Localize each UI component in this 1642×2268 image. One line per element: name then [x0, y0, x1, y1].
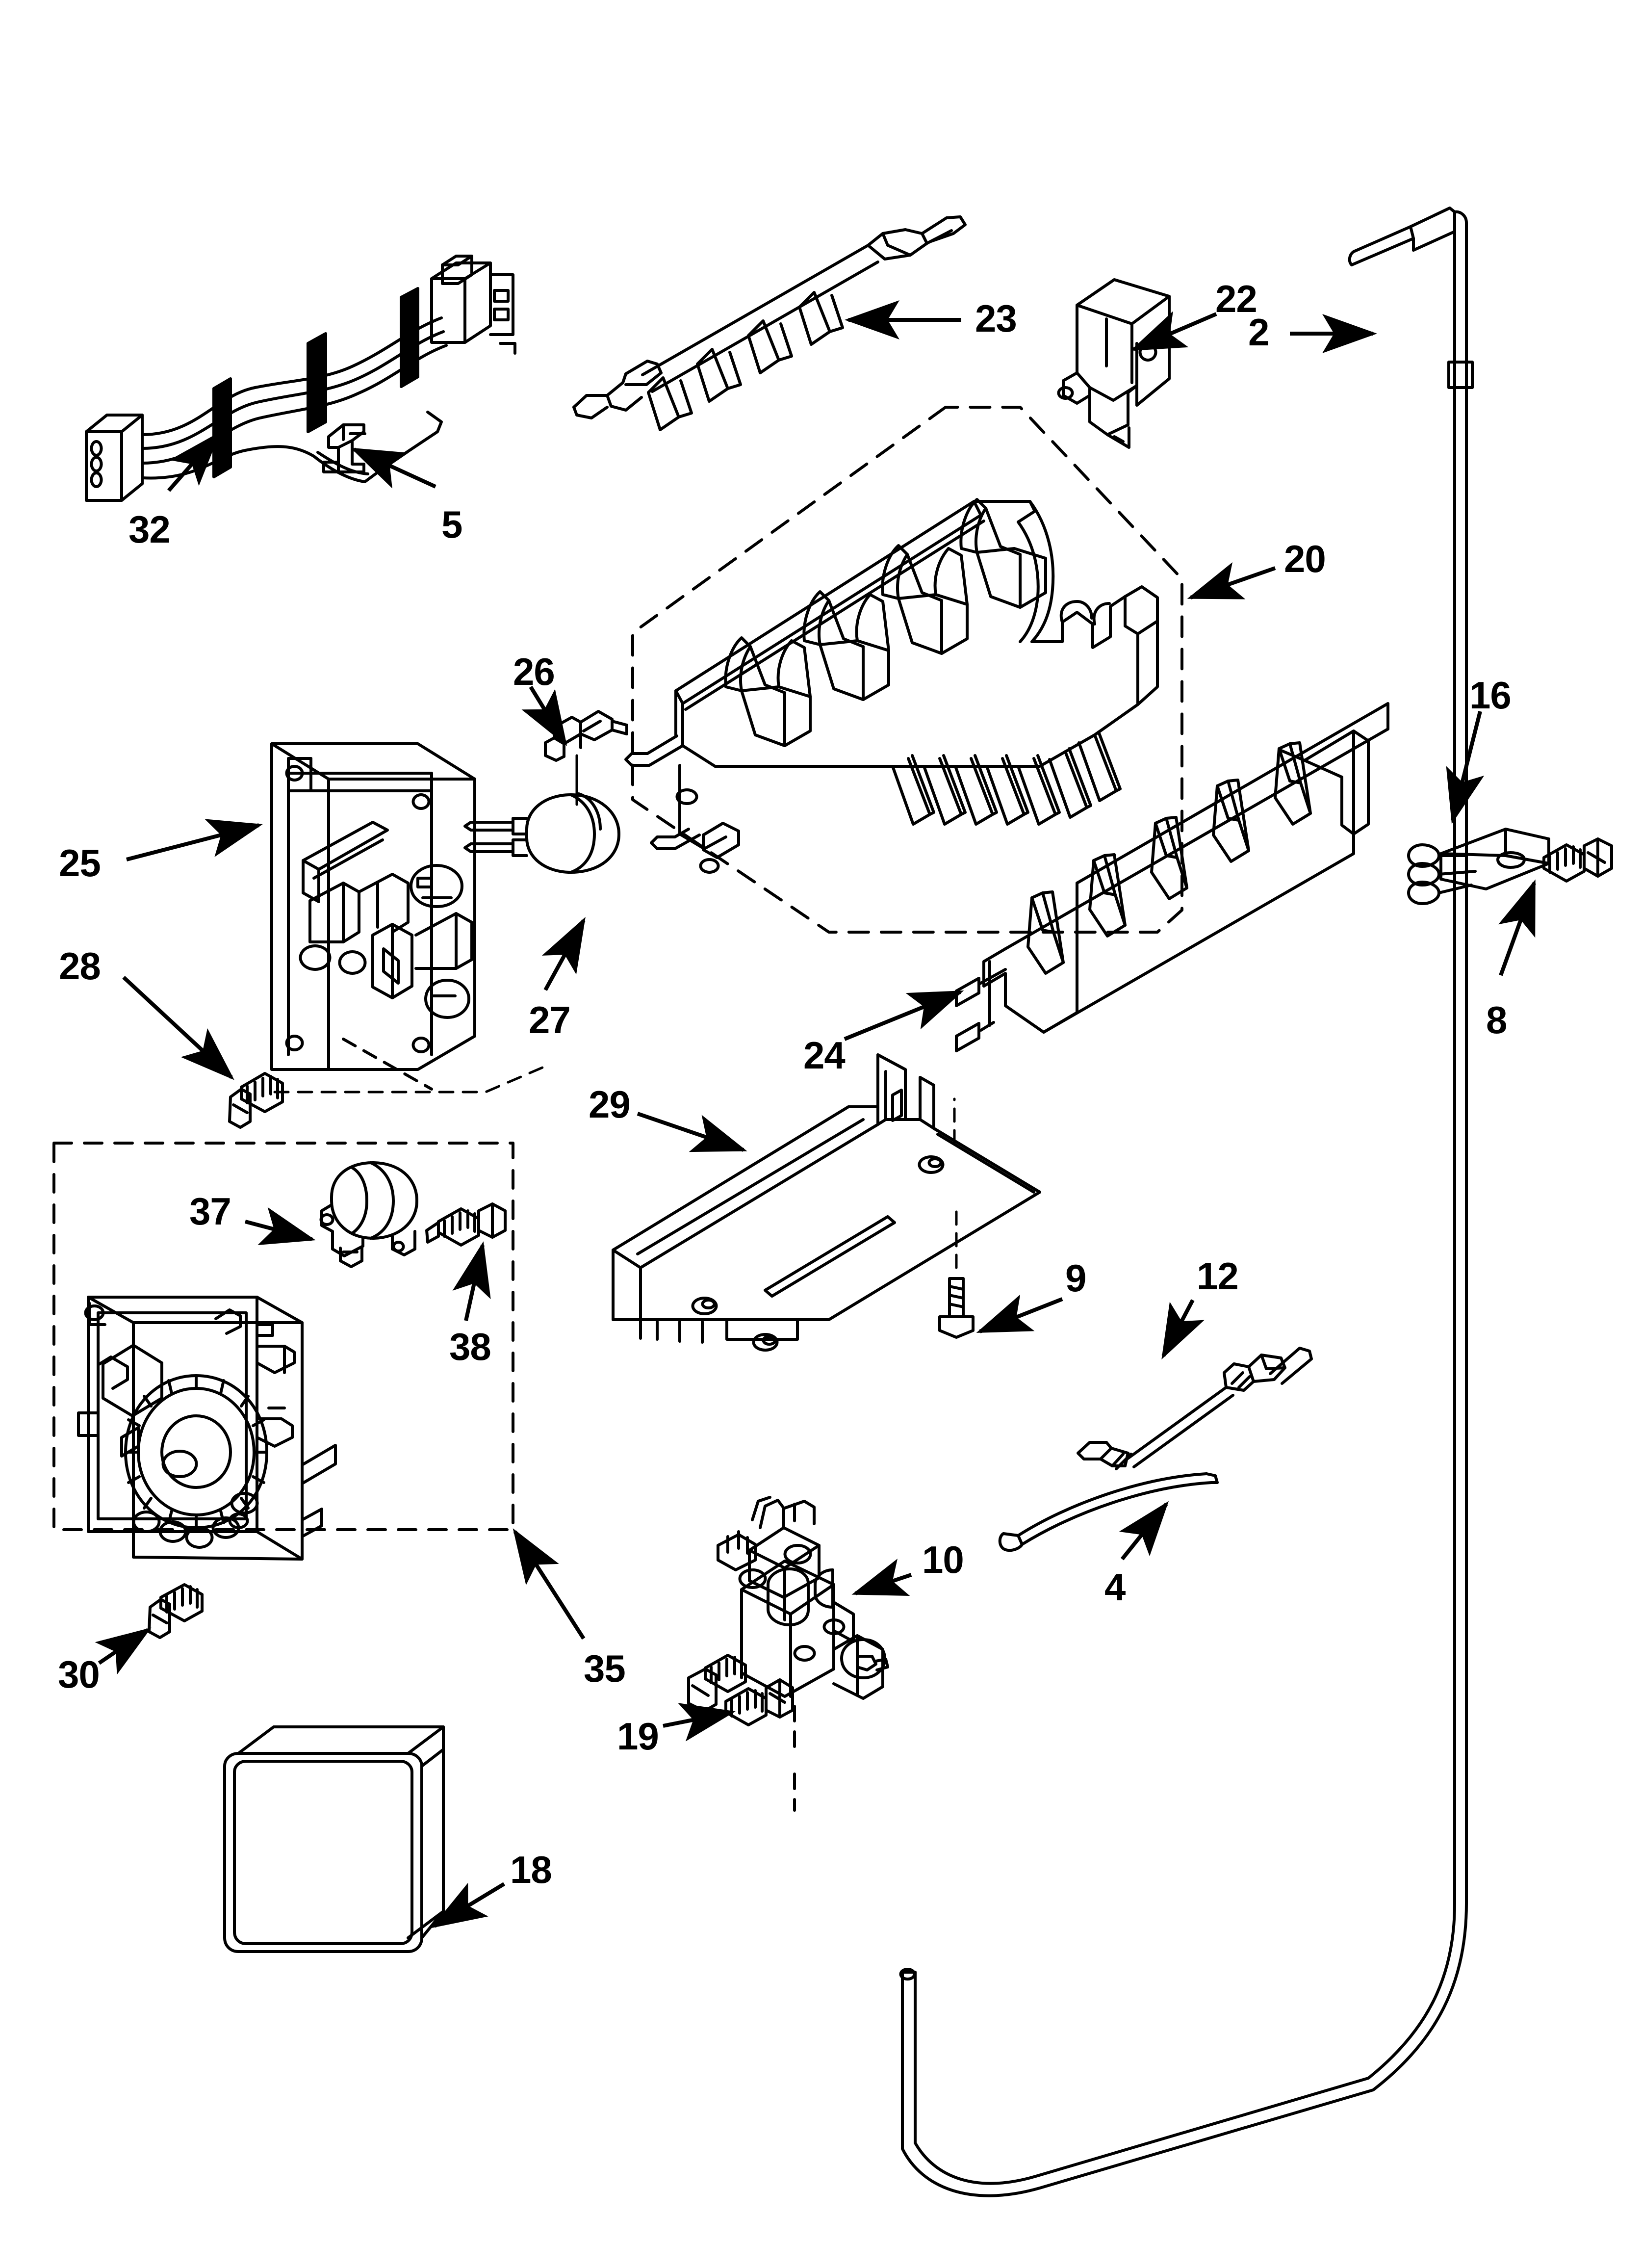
callout-30: 30 — [58, 1653, 100, 1696]
icemaker-module-assembly-part — [77, 1296, 337, 1561]
callout-4: 4 — [1104, 1565, 1126, 1609]
icemaker-mold-assembly-part — [624, 498, 1159, 874]
callout-2: 2 — [1248, 311, 1269, 354]
support-bracket-screw-part — [938, 1277, 975, 1339]
wire-harness-clip-part — [322, 423, 366, 473]
callout-8: 8 — [1486, 998, 1507, 1042]
module-assembly-dashed-boundary — [52, 1142, 514, 1531]
motor-plate-screw-part — [148, 1583, 204, 1639]
ice-stripper-part — [955, 702, 1389, 1052]
icemaker-support-bracket-part — [612, 1053, 1041, 1352]
callout-38: 38 — [449, 1325, 491, 1368]
callout-5: 5 — [441, 503, 462, 546]
ice-mold-fill-cup-part — [1057, 278, 1171, 449]
callout-37: 37 — [189, 1190, 231, 1233]
leader-lines — [95, 300, 1536, 1929]
callout-25: 25 — [59, 841, 101, 885]
water-fill-tube-part — [899, 207, 1474, 2197]
icemaker-housing-cover-part — [270, 742, 476, 1091]
callout-22: 22 — [1215, 277, 1257, 320]
wire-harness-part — [85, 255, 516, 502]
motor-retainer-clip-part — [544, 710, 628, 762]
callout-32: 32 — [128, 508, 171, 551]
housing-mounting-screw-part — [228, 1072, 284, 1129]
water-tube-hose-part — [998, 1472, 1219, 1552]
callout-35: 35 — [584, 1647, 626, 1690]
drive-motor-part — [463, 792, 620, 874]
motor-mounting-screw-part — [425, 1202, 507, 1247]
icemaker-access-cover-part — [223, 1725, 445, 1953]
callout-9: 9 — [1065, 1256, 1086, 1300]
callout-10: 10 — [922, 1538, 964, 1581]
callout-23: 23 — [975, 297, 1017, 340]
callout-20: 20 — [1284, 537, 1326, 580]
mold-assembly-dashed-boundary — [631, 406, 1183, 934]
callout-27: 27 — [529, 998, 571, 1042]
mounting-bracket-part — [1407, 828, 1550, 905]
callout-18: 18 — [510, 1848, 552, 1891]
callout-19: 19 — [617, 1715, 659, 1758]
icemaker-motor-part — [319, 1161, 418, 1268]
water-inlet-valve-part — [687, 1496, 889, 1812]
callout-16: 16 — [1469, 674, 1512, 717]
callout-26: 26 — [513, 650, 555, 693]
water-inlet-tube-part — [1077, 1347, 1313, 1470]
bracket-screw-part — [1542, 837, 1613, 883]
ice-ejector-blade-part — [572, 215, 967, 431]
callout-28: 28 — [59, 944, 101, 988]
callout-29: 29 — [589, 1083, 631, 1126]
callout-12: 12 — [1197, 1254, 1239, 1298]
callout-24: 24 — [803, 1034, 846, 1077]
